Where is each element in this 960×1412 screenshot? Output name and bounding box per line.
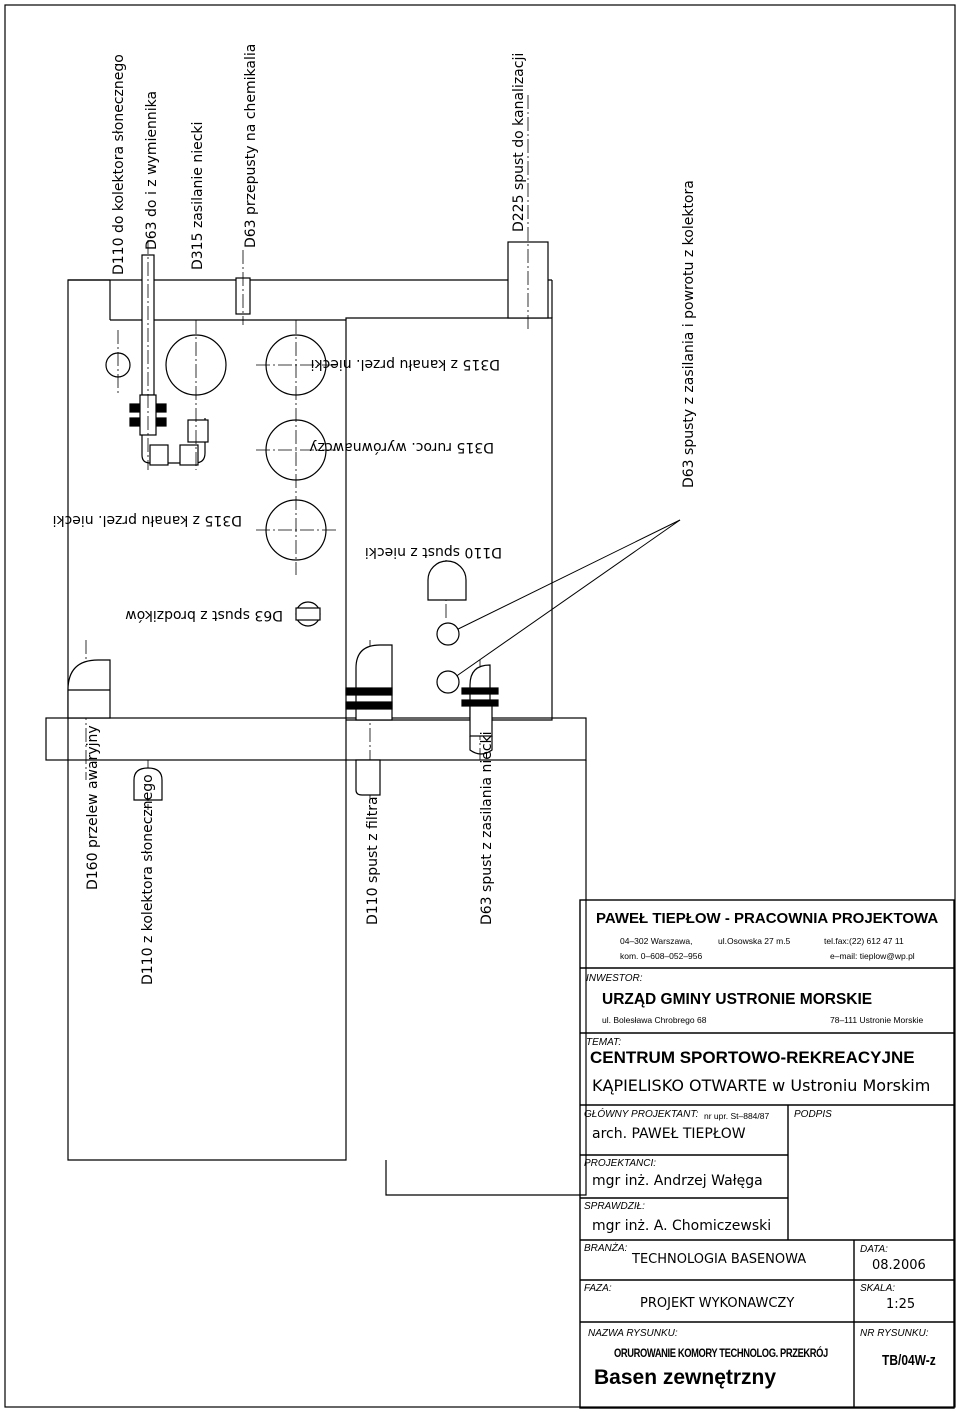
label-d110-filtra: D110 spust z filtra <box>365 796 381 925</box>
firm-mobile: kom. 0–608–052–956 <box>620 951 703 961</box>
label-d225-kanalizacji: D225 spust do kanalizacji <box>511 53 527 232</box>
pipe-d110-kolektor-lower <box>133 767 163 801</box>
sign-label: PODPIS <box>794 1109 832 1120</box>
scale-label: SKALA: <box>860 1283 896 1294</box>
label-d315-kanalu-right: D315 z kanału przel. niecki <box>311 356 500 372</box>
drawing-name: ORUROWANIE KOMORY TECHNOLOG. PRZEKRÓJ <box>614 1346 828 1360</box>
investor-street: ul. Bolesława Chrobrego 68 <box>602 1015 707 1025</box>
scale-value: 1:25 <box>886 1297 916 1312</box>
pipe-d160-elbow <box>67 659 111 719</box>
pipe-d63-spust-1 <box>436 622 460 646</box>
branch-value: TECHNOLOGIA BASENOWA <box>632 1252 807 1267</box>
drawing-name-label: NAZWA RYSUNKU: <box>588 1328 678 1339</box>
lower-fittings <box>67 560 499 801</box>
chief-nr: nr upr. St–884/87 <box>704 1111 770 1121</box>
firm-street: ul.Osowska 27 m.5 <box>718 936 791 946</box>
label-d63-spusty-kolektora: D63 spusty z zasilania i powrotu z kolek… <box>681 180 697 488</box>
drawing-sub: Basen zewnętrzny <box>594 1366 777 1389</box>
date-label: DATA: <box>860 1244 888 1255</box>
chief-name: arch. PAWEŁ TIEPŁOW <box>592 1126 746 1142</box>
investor-label: INWESTOR: <box>586 973 643 984</box>
label-d63-przepusty: D63 przepusty na chemikalia <box>243 44 259 248</box>
topic-label: TEMAT: <box>586 1037 622 1048</box>
label-d110-spust-niecki: D110 spust z niecki <box>365 544 502 560</box>
pipe-d63-spust-2 <box>436 670 460 694</box>
date-value: 08.2006 <box>872 1258 926 1273</box>
phase-value: PROJEKT WYKONAWCZY <box>640 1296 795 1311</box>
topic-main: CENTRUM SPORTOWO-REKREACYJNE <box>590 1048 915 1067</box>
title-block-frame <box>579 899 955 1409</box>
label-d63-brodzikow: D63 spust z brodzików <box>125 607 283 623</box>
label-d110-kolektora: D110 do kolektora słonecznego <box>111 54 127 275</box>
sheet-frame <box>4 4 956 1408</box>
checked-label: SPRAWDZIŁ: <box>584 1201 645 1212</box>
label-d63-spust-zasilania: D63 spust z zasilania niecki <box>479 731 495 925</box>
label-d110-z-kolektora: D110 z kolektora słonecznego <box>140 774 156 985</box>
checked-name: mgr inż. A. Chomiczewski <box>592 1218 772 1234</box>
pipe-d110-niecki <box>427 560 467 601</box>
designers-label: PROJEKTANCI: <box>584 1158 657 1169</box>
firm-address: 04–302 Warszawa, <box>620 936 693 946</box>
label-d315-kanalu-left: D315 z kanału przel. niecki <box>53 512 242 528</box>
chief-label: GŁÓWNY PROJEKTANT: <box>584 1109 699 1120</box>
label-d63-wymiennika: D63 do i z wymiennika <box>144 91 160 250</box>
designer-name: mgr inż. Andrzej Wałęga <box>592 1173 763 1189</box>
firm-name: PAWEŁ TIEPŁOW - PRACOWNIA PROJEKTOWA <box>596 910 939 927</box>
label-d160-przelew: D160 przelew awaryjny <box>85 725 101 890</box>
rotated-labels: D110 do kolektora słonecznego D63 do i z… <box>85 44 697 985</box>
title-block: PAWEŁ TIEPŁOW - PRACOWNIA PROJEKTOWA 04–… <box>580 900 954 1410</box>
label-d315-zasilanie: D315 zasilanie niecki <box>190 122 206 270</box>
topic-sub: KĄPIELISKO OTWARTE w Ustroniu Morskim <box>592 1076 931 1095</box>
firm-phone: tel.fax:(22) 612 47 11 <box>824 936 904 946</box>
pipe-d110-filtra <box>355 644 393 721</box>
label-d315-rurociag: D315 ruroc. wyrównawczy <box>309 439 494 455</box>
investor-city: 78–111 Ustronie Morskie <box>830 1015 924 1025</box>
drawing-nr-label: NR RYSUNKU: <box>860 1328 929 1339</box>
phase-label: FAZA: <box>584 1283 612 1294</box>
branch-label: BRANŻA: <box>584 1243 628 1254</box>
leader-lines <box>447 519 681 683</box>
drawing-nr: TB/04W-z <box>882 1352 936 1369</box>
upside-labels: D315 z kanału przel. niecki D315 ruroc. … <box>53 356 502 623</box>
firm-email: e–mail: tieplow@wp.pl <box>830 951 915 961</box>
room-outline <box>45 279 587 1196</box>
investor-name: URZĄD GMINY USTRONIE MORSKIE <box>602 991 873 1008</box>
